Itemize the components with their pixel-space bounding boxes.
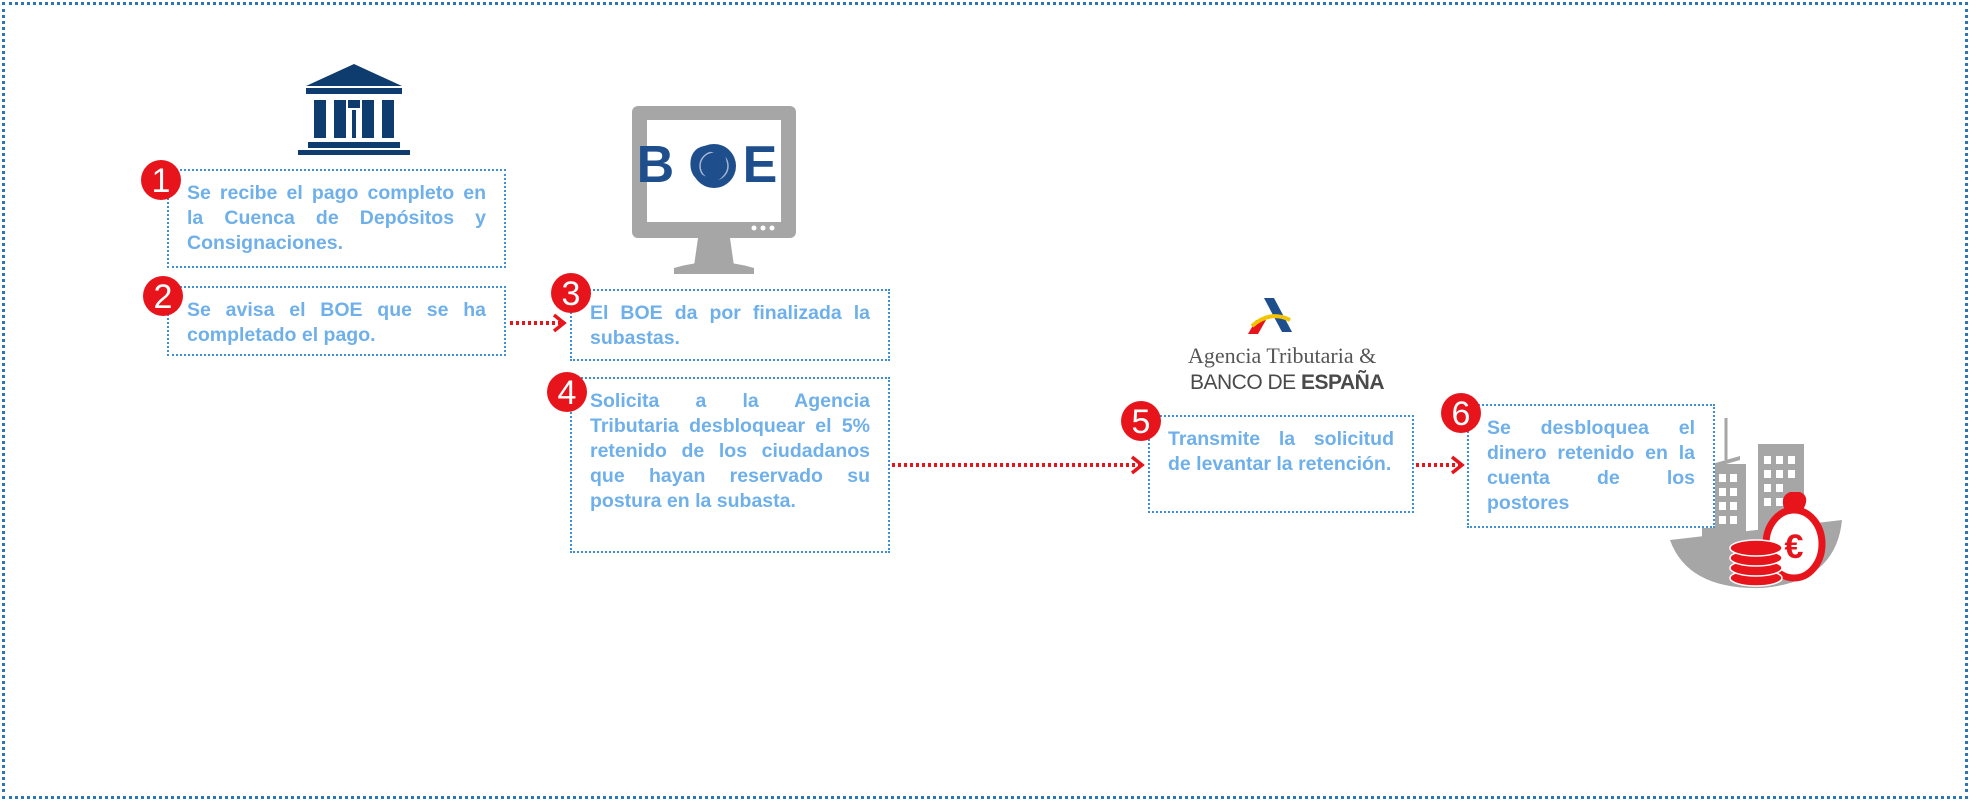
step-4-text: Solicita a la Agencia Tributaria desbloq… bbox=[590, 390, 870, 512]
step-2-box: Se avisa el BOE que se ha completado el … bbox=[167, 286, 506, 356]
step-3-text: El BOE da por finalizada la subastas. bbox=[590, 302, 870, 349]
step-6-number: 6 bbox=[1441, 393, 1481, 433]
step-4-number: 4 bbox=[547, 372, 587, 412]
step-1-text: Se recibe el pago completo en la Cuenca … bbox=[187, 182, 486, 254]
step-5-text: Transmite la solicitud de levantar la re… bbox=[1168, 428, 1394, 475]
arrow-step2-to-step3 bbox=[510, 313, 567, 333]
agencia-tributaria-logo bbox=[1248, 298, 1292, 334]
arrow-step4-to-step5 bbox=[892, 455, 1145, 475]
banco-de-label: BANCO DE bbox=[1190, 371, 1302, 394]
arrow-step5-to-step6 bbox=[1416, 455, 1465, 475]
step-5-box: Transmite la solicitud de levantar la re… bbox=[1148, 415, 1414, 513]
agencia-label: Agencia Tributaria & bbox=[1188, 343, 1377, 368]
step-2-number: 2 bbox=[143, 276, 183, 316]
svg-text:€: € bbox=[1785, 528, 1804, 566]
step-4-box: Solicita a la Agencia Tributaria desbloq… bbox=[570, 377, 890, 553]
step-6-text: Se desbloquea el dinero retenido en la c… bbox=[1487, 417, 1695, 514]
boe-logo-text: BOE bbox=[637, 136, 792, 194]
step-1-box: Se recibe el pago completo en la Cuenca … bbox=[167, 169, 506, 268]
banco-espana-label: BANCO DE ESPAÑA bbox=[1190, 371, 1384, 395]
step-6-box: Se desbloquea el dinero retenido en la c… bbox=[1467, 404, 1715, 528]
boe-crest-icon bbox=[692, 144, 736, 188]
monitor-icon: BOE bbox=[632, 106, 796, 274]
step-1-number: 1 bbox=[141, 160, 181, 200]
step-2-text: Se avisa el BOE que se ha completado el … bbox=[187, 299, 486, 346]
step-5-number: 5 bbox=[1121, 401, 1161, 441]
step-3-box: El BOE da por finalizada la subastas. bbox=[570, 289, 890, 361]
espana-label: ESPAÑA bbox=[1301, 371, 1384, 394]
step-3-number: 3 bbox=[551, 273, 591, 313]
bank-icon bbox=[298, 64, 410, 155]
